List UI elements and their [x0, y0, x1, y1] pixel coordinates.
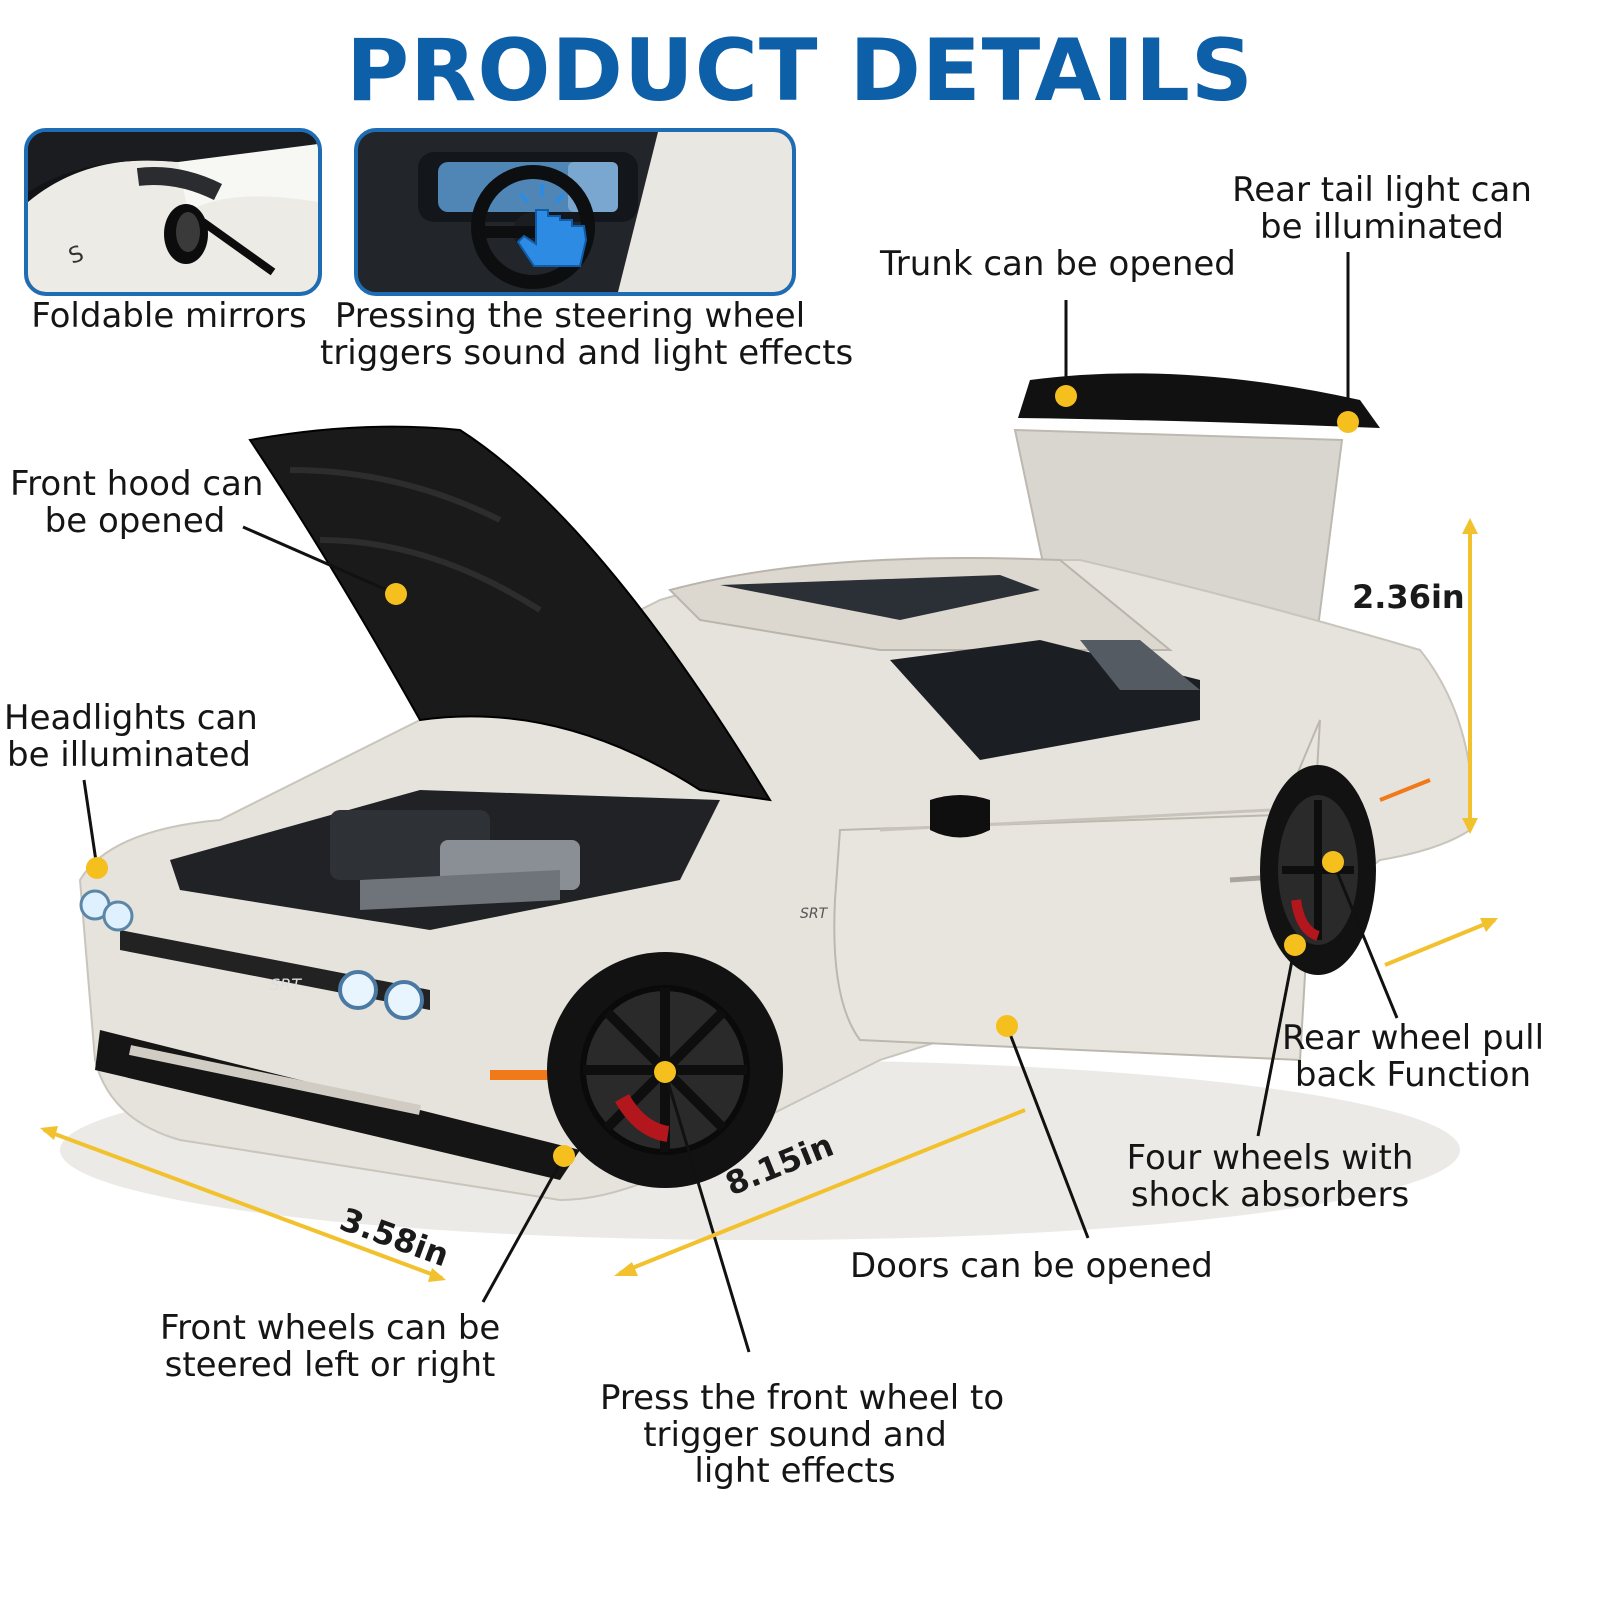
marker-dots [86, 385, 1359, 1167]
marker-dot-front-wheel-press [654, 1061, 676, 1083]
grille-emblem: SRT [270, 975, 302, 994]
rear-tail-light-callout: Rear tail light can be illuminated [1232, 170, 1532, 247]
leader-lines [82, 252, 1399, 1353]
rear-window [1080, 640, 1200, 690]
marker-dot-tail-light [1337, 411, 1359, 433]
marker-dot-door [996, 1015, 1018, 1037]
page-title: PRODUCT DETAILS [346, 21, 1254, 121]
marker-dot-headlight [86, 857, 108, 879]
mirror-closeup-illustration: S [28, 132, 318, 292]
marker-dot-rear-wheel [1322, 851, 1344, 873]
front-hood [248, 425, 772, 802]
fender-emblem: SRT [800, 906, 829, 922]
side-mirror [930, 795, 990, 838]
marker-dot-front-wheel-steer [553, 1145, 575, 1167]
headlight-left-group [79, 889, 134, 932]
marker-dot-trunk [1055, 385, 1077, 407]
steering-wheel-closeup [354, 128, 796, 296]
marker-dot-hood [385, 583, 407, 605]
steering-wheel-caption: Pressing the steering wheel triggers sou… [320, 296, 854, 373]
foldable-mirrors-caption: Foldable mirrors [31, 296, 307, 336]
height-dimension-label: 2.36in [1352, 578, 1465, 616]
headlight-right-group [338, 970, 424, 1020]
headlights-callout: Headlights can be illuminated [4, 698, 258, 775]
front-hood-callout: Front hood can be opened [10, 464, 264, 541]
front-side-marker [490, 1070, 550, 1080]
rear-wheel [1260, 765, 1376, 975]
steering-wheel-illustration [358, 132, 792, 292]
doors-callout: Doors can be opened [850, 1246, 1213, 1286]
sunroof [720, 575, 1040, 620]
rear-side-marker [1379, 778, 1431, 802]
open-door [833, 719, 1321, 1062]
front-wheels-callout: Front wheels can be steered left or righ… [160, 1308, 501, 1385]
marker-dot-shock [1284, 934, 1306, 956]
press-front-wheel-callout: Press the front wheel to trigger sound a… [600, 1378, 1005, 1492]
trunk-callout: Trunk can be opened [880, 244, 1236, 284]
dimension-lines [40, 518, 1498, 1282]
foldable-mirrors-closeup: S [24, 128, 322, 296]
four-wheels-callout: Four wheels with shock absorbers [1126, 1138, 1414, 1215]
rear-wheel-callout: Rear wheel pull back Function [1281, 1018, 1545, 1095]
trunk-spoiler [1018, 373, 1380, 428]
hand-pointer-icon [516, 184, 588, 267]
